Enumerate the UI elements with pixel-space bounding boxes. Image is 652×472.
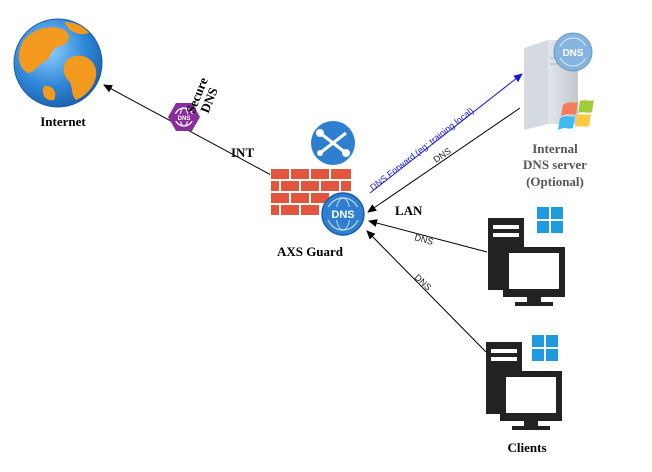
internal-dns-server-icon: DNS [524,32,594,130]
dns-client2-label: DNS [413,272,434,292]
internet-globe-icon [13,18,103,108]
edge-axs-to-internet [103,84,287,184]
client-computer-icon [488,207,565,306]
windows-logo-icon [558,100,594,130]
lan-label: LAN [395,203,423,218]
secure-dns-hexagon-icon: DNS [168,103,200,131]
windows-logo-icon [537,207,563,233]
dns-badge-icon: DNS [321,192,365,236]
edge-client1-to-axs [368,219,488,253]
clients-label: Clients [508,440,547,455]
edge-dns-forward [369,73,523,194]
internet-label: Internet [40,114,86,129]
edge-internal-dns-to-axs [367,107,521,213]
axs-guard-node: DNS [270,121,365,236]
secure-dns-badge: DNS [178,116,191,122]
internal-dns-label-line2: DNS server [523,157,587,172]
dns-client1-label: DNS [413,232,434,247]
edge-client2-to-axs [366,230,487,353]
internal-dns-badge-text: DNS [562,48,583,59]
client-computer-icon [486,335,562,430]
axs-guard-label: AXS Guard [277,244,344,259]
windows-logo-icon [532,335,558,361]
internal-dns-label-line1: Internal [532,141,578,156]
network-service-icon [311,121,355,165]
int-label: INT [231,145,254,160]
axs-dns-badge-text: DNS [331,209,354,221]
internal-dns-label-line3: (Optional) [526,174,584,189]
